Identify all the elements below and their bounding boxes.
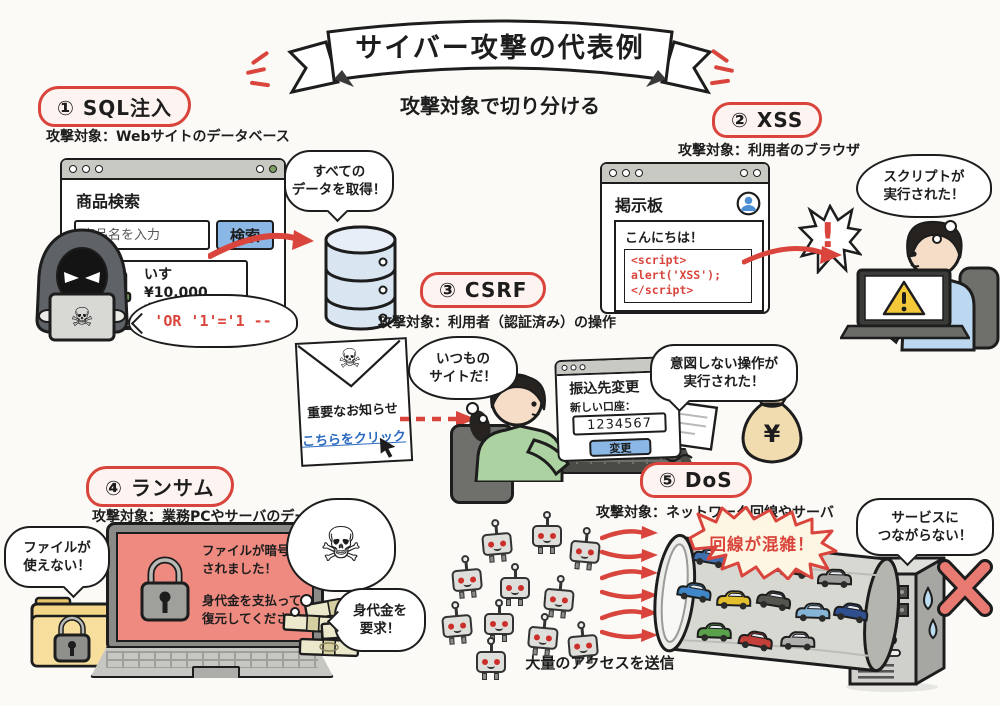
bot-icon (482, 599, 518, 646)
dos-server-bubble: サービスに つながらない！ (856, 498, 994, 556)
ransom-message-1: ファイルが暗号化 されました！ (202, 543, 303, 577)
window-dot (69, 165, 77, 173)
ransom-laptop-base (90, 646, 334, 678)
car-icon (753, 586, 794, 613)
transfer-submit-button[interactable]: 変更 (589, 437, 652, 458)
bot-icon (474, 637, 510, 684)
csrf-target-label: 攻撃対象：利用者（認証済み）の操作 (378, 315, 616, 331)
page-title: サイバー攻撃の代表例 (355, 33, 645, 64)
window-dot (635, 169, 643, 177)
padlock-icon (140, 556, 190, 622)
xss-target-label: 攻撃対象：利用者のブラウザ (678, 143, 860, 159)
page-subtitle: 攻撃対象で切り分ける (400, 94, 600, 118)
board-post: こんにちは！ <script> alert('XSS'); </script> (614, 220, 764, 312)
badge-csrf: ③ CSRF (420, 272, 547, 308)
window-dot (579, 364, 586, 371)
account-number-input[interactable] (572, 412, 667, 436)
svg-text:☠: ☠ (70, 303, 93, 333)
bot-icon (448, 554, 488, 604)
badge-xss: ② XSS (712, 102, 823, 138)
window-dot (609, 169, 617, 177)
window-dot (561, 364, 568, 371)
car-icon (673, 578, 714, 605)
ransom-target-label: 攻撃対象：業務PCやサーバのデータ (92, 509, 323, 525)
ransom-demand-bubble: 身代金を 要求！ (334, 588, 426, 652)
ransom-skull-bubble: ☠ (286, 498, 396, 592)
badge-ransom: ④ ランサム (86, 466, 234, 507)
xss-thought-bubble: スクリプトが 実行された！ (856, 154, 992, 218)
sql-attack-arrow-icon (208, 230, 314, 259)
user-avatar-icon[interactable] (736, 191, 761, 216)
title-ribbon (287, 19, 713, 95)
dos-arrows-icon (600, 526, 658, 642)
post-greeting: こんにちは！ (625, 231, 704, 246)
window-dot (82, 165, 90, 173)
car-icon (815, 567, 854, 589)
congestion-burst: 回線が混雑！ (686, 505, 838, 581)
car-icon (830, 598, 871, 625)
skull-icon: ☠ (319, 517, 363, 573)
congestion-label: 回線が混雑！ (709, 535, 815, 554)
window-dot (753, 169, 761, 177)
sql-target-label: 攻撃対象：Webサイトのデータベース (46, 129, 290, 145)
car-icon (793, 601, 832, 623)
ransom-screen: ファイルが暗号化 されました！ 身代金を支払って 復元してください。 (116, 532, 314, 642)
warning-laptop (840, 268, 970, 340)
dos-caption: 大量のアクセスを送信 (525, 654, 675, 672)
sql-injection-code: 'OR '1'='1 -- (154, 311, 272, 330)
mail-subject: 重要なお知らせ (306, 401, 399, 422)
window-dot (570, 364, 577, 371)
window-dot-green (269, 165, 277, 173)
search-heading: 商品検索 (76, 192, 141, 211)
money-bag-yen: ¥ (763, 420, 781, 448)
car-icon (735, 627, 776, 654)
database-icon (324, 225, 397, 331)
touchpad (192, 666, 240, 678)
window-dot (740, 169, 748, 177)
hacker-figure: ☠ (35, 228, 129, 342)
badge-sql-injection: ① SQL注入 (38, 86, 192, 127)
window-titlebar (602, 164, 768, 184)
window-titlebar (62, 160, 284, 180)
error-x-icon (937, 559, 993, 617)
car-icon (714, 589, 753, 611)
ransom-laptop-screen: ファイルが暗号化 されました！ 身代金を支払って 復元してください。 (106, 522, 324, 652)
envelope-flap-icon (297, 339, 401, 388)
xss-script-block: <script> alert('XSS'); </script> (624, 249, 752, 303)
csrf-result-bubble: 意図しない操作が 実行された！ (650, 344, 798, 402)
skull-icon: ☠ (337, 343, 363, 375)
emphasis-marks-right-icon (706, 48, 735, 90)
sql-injection-bubble: 'OR '1'='1 -- (128, 294, 298, 348)
board-heading: 掲示板 (615, 196, 664, 215)
botnet (436, 506, 608, 680)
window-dot (622, 169, 630, 177)
window-dot (256, 165, 264, 173)
emphasis-marks-left-icon (245, 50, 274, 92)
phishing-mail: ☠ 重要なお知らせ こちらをクリック (294, 337, 414, 467)
bulletin-board-window: 掲示板 こんにちは！ <script> alert('XSS'); </scri… (600, 162, 770, 314)
xss-attack-arrow-icon (742, 246, 842, 265)
window-dot (95, 165, 103, 173)
alert-exclamation: ! (820, 216, 836, 256)
phishing-dashed-arrow-icon (400, 411, 476, 427)
starburst-icon (688, 505, 838, 581)
ransom-victim-bubble: ファイルが 使えない！ (4, 526, 110, 588)
bot-icon (438, 600, 478, 650)
product-name: いす (144, 267, 172, 283)
bot-icon (530, 511, 566, 558)
badge-dos: ⑤ DoS (640, 462, 752, 498)
car-icon (778, 630, 817, 652)
bot-icon (498, 563, 534, 610)
csrf-thought-bubble: いつもの サイトだ！ (408, 336, 518, 400)
cursor-icon (379, 437, 396, 458)
car-icon (695, 621, 734, 643)
locked-folder-icon (30, 596, 113, 668)
